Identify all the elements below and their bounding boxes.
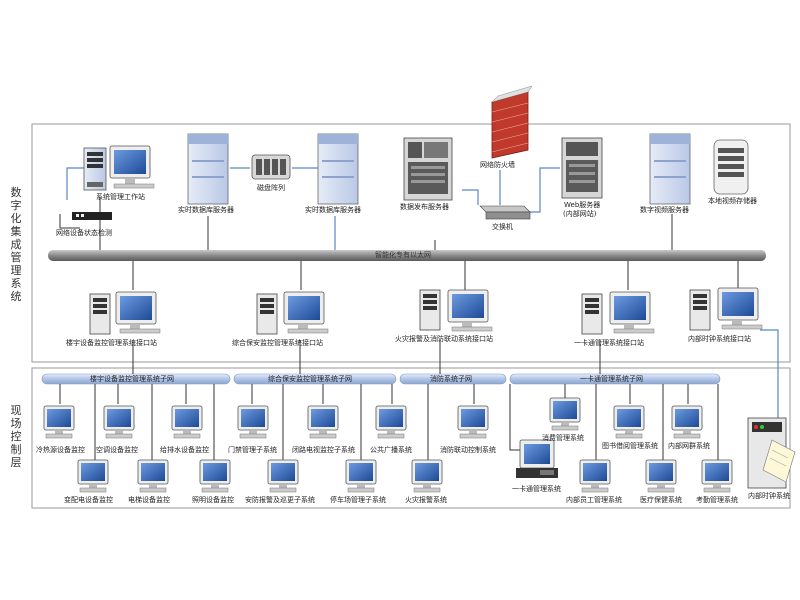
interface-security-label: 综合保安监控管理系统接口站 <box>232 339 323 347</box>
switch-label: 交换机 <box>492 223 513 231</box>
card-field-label: 消费管理系统 <box>542 434 584 442</box>
field-monitor-icon <box>43 405 75 439</box>
subnet-bus-security <box>233 373 397 385</box>
interface-station-security-icon <box>256 291 329 335</box>
field-label: 停车场管理子系统 <box>330 496 386 504</box>
video-server-icon <box>649 133 691 205</box>
disk-array-label: 磁盘阵列 <box>257 184 285 192</box>
network-monitor-device-icon <box>72 212 112 220</box>
field-layer-frame <box>31 367 791 509</box>
field-monitor-icon <box>237 405 269 439</box>
rt-db-2-label: 实时数据库服务器 <box>305 206 361 214</box>
field-monitor-icon <box>645 459 677 493</box>
interface-card-label: 一卡通管理系统接口站 <box>574 339 644 347</box>
interface-station-card-icon <box>581 291 655 335</box>
card-field-label: 图书借阅管理系统 <box>602 442 658 450</box>
clock-system-label: 内部时钟系统 <box>748 492 790 500</box>
firewall-label: 网络防火墙 <box>480 161 515 169</box>
field-monitor-icon <box>345 459 377 493</box>
field-label: 变配电设备监控 <box>64 496 113 504</box>
network-monitor-label: 网络设备状态检测 <box>56 229 112 237</box>
interface-station-fire-icon <box>419 289 493 332</box>
video-server-label: 数字视频服务器 <box>640 206 689 214</box>
realtime-db-server-1-icon <box>187 133 229 205</box>
rt-db-1-label: 实时数据库服务器 <box>178 206 234 214</box>
card-field-label: 内部网群系统 <box>668 442 710 450</box>
backbone-links <box>59 197 739 374</box>
field-monitor-icon <box>267 459 299 493</box>
field-monitor-icon <box>457 405 489 439</box>
field-label: 门禁管理子系统 <box>228 446 277 454</box>
field-label: 冷热源设备监控 <box>36 446 85 454</box>
integration-layer-label: 数字化集成管理系统 <box>10 186 22 303</box>
card-field-label: 考勤管理系统 <box>696 496 738 504</box>
video-storage-label: 本地视频存储器 <box>708 197 757 205</box>
disk-array-icon <box>251 154 291 180</box>
data-publish-server-icon <box>403 137 453 201</box>
web-server-icon <box>561 137 603 199</box>
clock-system-icon <box>747 417 796 489</box>
subnet-fire-label: 消防系统子网 <box>430 375 472 383</box>
blue-links <box>66 167 779 420</box>
field-monitor-icon <box>701 459 733 493</box>
interface-clock-label: 内部时钟系统接口站 <box>688 335 751 343</box>
field-drops <box>59 384 719 460</box>
field-monitor-icon <box>411 459 443 493</box>
interface-station-bas-icon <box>89 291 161 335</box>
card-field-label: 内部员工管理系统 <box>566 496 622 504</box>
firewall-icon <box>491 85 533 159</box>
card-terminal-icon <box>516 439 558 478</box>
field-monitor-icon <box>579 459 611 493</box>
field-monitor-icon <box>103 405 135 439</box>
integration-layer-frame <box>31 123 791 363</box>
switch-icon <box>479 205 531 220</box>
backbone-label: 智能化专有以太网 <box>375 251 431 259</box>
subnet-bus-bas <box>41 373 231 385</box>
subnet-bus-card <box>509 373 721 385</box>
field-label: 照明设备监控 <box>192 496 234 504</box>
workstation-label: 系统管理工作站 <box>96 193 145 201</box>
field-label: 电梯设备监控 <box>128 496 170 504</box>
field-label: 空调设备监控 <box>96 446 138 454</box>
interface-station-clock-icon <box>689 287 763 331</box>
subnet-bas-label: 楼宇设备监控管理系统子网 <box>90 375 174 383</box>
field-monitor-icon <box>613 405 645 439</box>
interface-bas-label: 楼宇设备监控管理系统接口站 <box>66 339 157 347</box>
realtime-db-server-2-icon <box>317 133 359 205</box>
web-server-label: Web服务器 <box>564 201 601 209</box>
workstation-monitor-icon <box>109 145 155 189</box>
field-label: 安防报警及巡更子系统 <box>245 496 315 504</box>
field-monitor-icon <box>375 405 407 439</box>
backbone-bus <box>48 250 766 261</box>
field-monitor-icons-row2 <box>77 459 733 493</box>
data-publish-label: 数据发布服务器 <box>400 203 449 211</box>
interface-fire-label: 火灾报警及消防联动系统接口站 <box>395 335 493 343</box>
workstation-tower-icon <box>83 147 107 191</box>
video-storage-icon <box>713 139 749 195</box>
subnet-bus-fire <box>399 373 507 385</box>
card-terminal-label: 一卡通管理系统 <box>512 485 561 493</box>
field-label: 给排水设备监控 <box>160 446 209 454</box>
subnet-security-label: 综合保安监控管理系统子网 <box>268 375 352 383</box>
field-monitor-icon <box>549 397 581 431</box>
web-server-sub-label: (内部网站) <box>563 210 597 218</box>
field-monitor-icon <box>199 459 231 493</box>
card-field-label: 医疗保健系统 <box>640 496 682 504</box>
field-layer-label: 现场控制层 <box>10 404 22 469</box>
field-monitor-icon <box>307 405 339 439</box>
field-monitor-icon <box>171 405 203 439</box>
field-label: 火灾报警系统 <box>405 496 447 504</box>
field-monitor-icons-row1 <box>43 397 703 439</box>
field-label: 闭路电视监控子系统 <box>292 446 355 454</box>
field-monitor-icon <box>137 459 169 493</box>
field-monitor-icon <box>671 405 703 439</box>
subnet-card-label: 一卡通管理系统子网 <box>580 375 643 383</box>
field-label: 公共广播系统 <box>370 446 412 454</box>
field-label: 消防联动控制系统 <box>440 446 496 454</box>
field-monitor-icon <box>77 459 109 493</box>
